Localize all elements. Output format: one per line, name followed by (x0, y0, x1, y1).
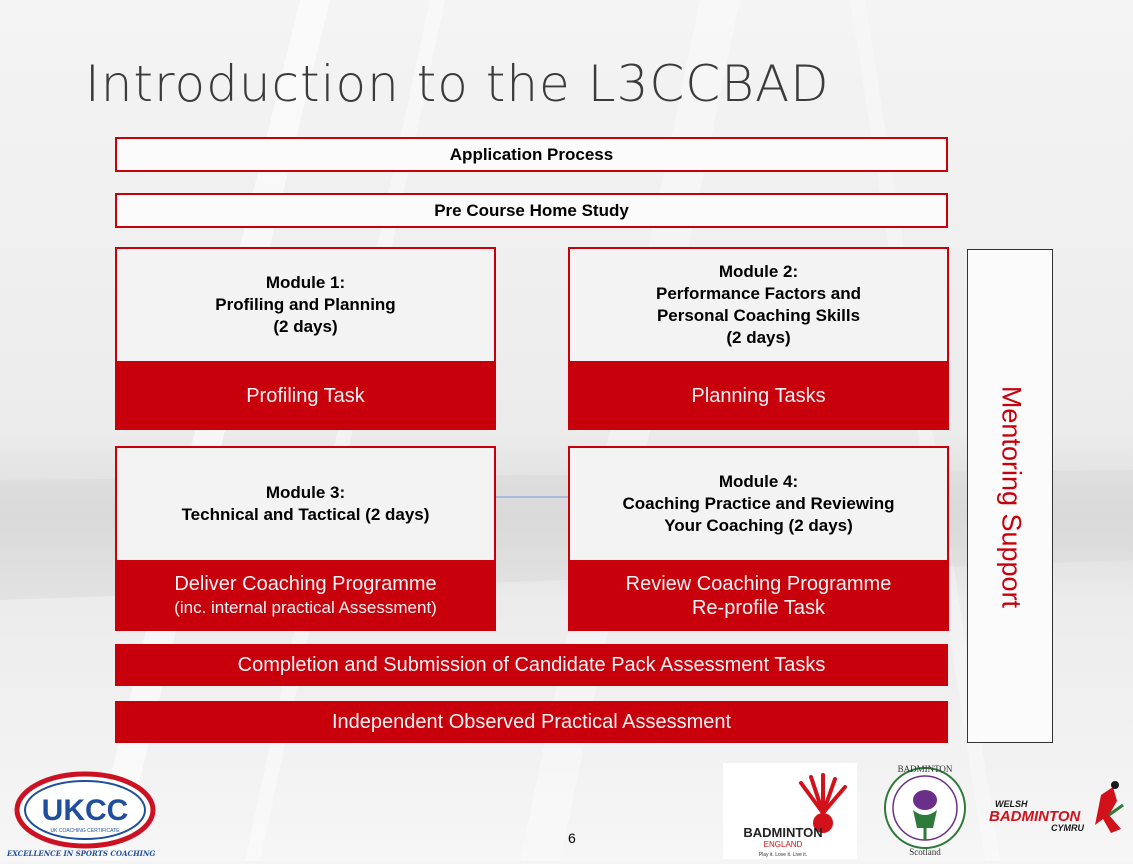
module-3-task: Deliver Coaching Programme (inc. interna… (115, 560, 496, 631)
module-2-task: Planning Tasks (568, 361, 949, 430)
svg-text:UK COACHING CERTIFICATE: UK COACHING CERTIFICATE (51, 828, 121, 834)
svg-text:CYMRU: CYMRU (1051, 823, 1084, 833)
module-3-block: Module 3: Technical and Tactical (2 days… (115, 446, 496, 631)
svg-text:Scotland: Scotland (909, 847, 941, 857)
module-2-duration: (2 days) (726, 328, 791, 347)
module-1-name: Profiling and Planning (215, 295, 396, 314)
module-2-block: Module 2: Performance Factors and Person… (568, 247, 949, 430)
badminton-scotland-logo: BADMINTON Scotland (880, 758, 970, 860)
module-4-header: Module 4: Coaching Practice and Reviewin… (568, 446, 949, 560)
module-4-number: Module 4: (718, 472, 799, 491)
page-number: 6 (568, 830, 576, 846)
completion-submission-label: Completion and Submission of Candidate P… (237, 653, 826, 676)
ukcc-logo-text: UKCC (42, 794, 129, 827)
module-2-header: Module 2: Performance Factors and Person… (568, 247, 949, 361)
module-4-name-line2: Your Coaching (2 days) (664, 516, 853, 535)
module-1-header: Module 1: Profiling and Planning (2 days… (115, 247, 496, 361)
module-1-number: Module 1: (265, 273, 346, 292)
module-4-block: Module 4: Coaching Practice and Reviewin… (568, 446, 949, 631)
welsh-badminton-logo: WELSH BADMINTON CYMRU (983, 775, 1131, 855)
module-3-name: Technical and Tactical (2 days) (181, 505, 430, 524)
module-4-task-label-2: Re-profile Task (691, 596, 826, 619)
observed-assessment-bar: Independent Observed Practical Assessmen… (115, 701, 948, 743)
module-1-task-label: Profiling Task (246, 384, 365, 407)
module-1-block: Module 1: Profiling and Planning (2 days… (115, 247, 496, 430)
badminton-england-logo: BADMINTON ENGLAND Play it. Love it. Live… (723, 763, 857, 859)
svg-text:Play it. Love it. Live it.: Play it. Love it. Live it. (759, 852, 807, 858)
module-3-task-label: Deliver Coaching Programme (174, 572, 437, 595)
module-4-task-label-1: Review Coaching Programme (625, 572, 892, 595)
svg-text:WELSH: WELSH (995, 799, 1028, 809)
module-1-task: Profiling Task (115, 361, 496, 430)
welsh-badminton-text: BADMINTON (989, 808, 1082, 825)
application-process-box: Application Process (115, 137, 948, 172)
module-2-number: Module 2: (718, 262, 799, 281)
module-4-name-line1: Coaching Practice and Reviewing (622, 494, 895, 513)
module-4-task: Review Coaching Programme Re-profile Tas… (568, 560, 949, 631)
module-1-duration: (2 days) (273, 317, 338, 336)
ukcc-logo: UKCC UK COACHING CERTIFICATE EXCELLENCE … (5, 768, 165, 858)
svg-text:ENGLAND: ENGLAND (764, 840, 803, 849)
application-process-label: Application Process (449, 144, 614, 164)
svg-text:EXCELLENCE IN SPORTS COACHING: EXCELLENCE IN SPORTS COACHING (6, 849, 155, 858)
observed-assessment-label: Independent Observed Practical Assessmen… (331, 710, 732, 733)
mentoring-support-box: Mentoring Support (967, 249, 1053, 743)
pre-course-study-label: Pre Course Home Study (434, 200, 629, 220)
slide-title: Introduction to the L3CCBAD (85, 55, 830, 113)
badminton-england-text: BADMINTON (743, 825, 822, 840)
completion-submission-bar: Completion and Submission of Candidate P… (115, 644, 948, 686)
module-3-task-note: (inc. internal practical Assessment) (174, 597, 437, 617)
module-3-header: Module 3: Technical and Tactical (2 days… (115, 446, 496, 560)
module-2-task-label: Planning Tasks (691, 384, 826, 407)
module-3-number: Module 3: (265, 483, 346, 502)
mentoring-support-label: Mentoring Support (996, 385, 1027, 609)
pre-course-study-box: Pre Course Home Study (115, 193, 948, 228)
svg-text:BADMINTON: BADMINTON (898, 764, 953, 774)
module-2-name-line1: Performance Factors and (655, 284, 861, 303)
module-2-name-line2: Personal Coaching Skills (656, 306, 861, 325)
